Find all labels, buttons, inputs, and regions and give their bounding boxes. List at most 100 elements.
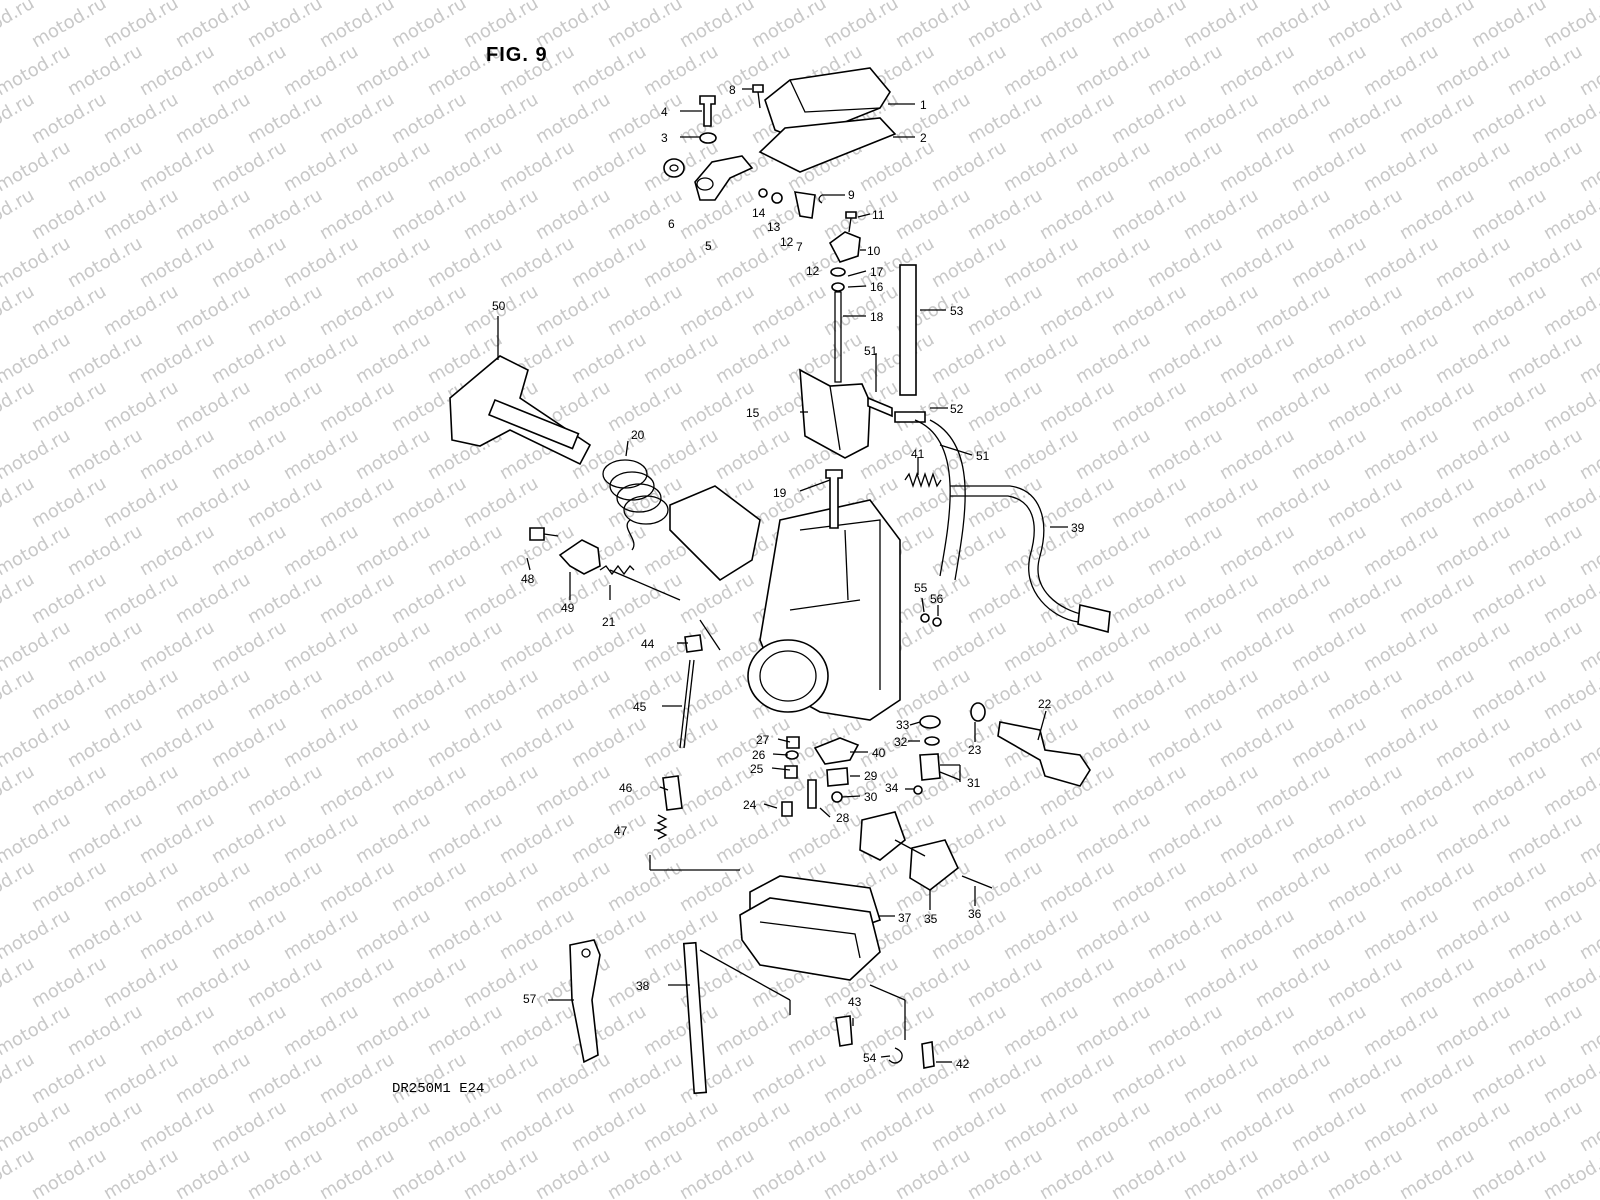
watermark-text: motod.ru — [388, 761, 470, 820]
watermark-text: motod.ru — [1144, 329, 1226, 388]
callout-31: 31 — [967, 776, 981, 790]
watermark-text: motod.ru — [100, 377, 182, 436]
watermark-text: motod.ru — [1432, 905, 1514, 964]
watermark-text: motod.ru — [424, 233, 506, 292]
watermark-text: motod.ru — [136, 617, 218, 676]
part-return-spring — [602, 459, 669, 551]
part-rod-45 — [679, 659, 691, 749]
part-cap-33 — [919, 715, 941, 729]
watermark-text: motod.ru — [640, 809, 722, 868]
watermark-text: motod.ru — [1432, 41, 1514, 100]
watermark-text: motod.ru — [136, 329, 218, 388]
part-float-35 — [859, 811, 906, 861]
callout-36: 36 — [968, 907, 982, 921]
watermark-text: motod.ru — [136, 425, 218, 484]
callout-24: 24 — [743, 798, 757, 812]
watermark-text: motod.ru — [1144, 809, 1226, 868]
watermark-text: motod.ru — [1432, 1097, 1514, 1156]
part-vent-hose-51 — [914, 419, 951, 577]
watermark-text: motod.ru — [1432, 233, 1514, 292]
leader-line — [819, 807, 831, 818]
watermark-text: motod.ru — [820, 1049, 902, 1108]
watermark-text: motod.ru — [136, 809, 218, 868]
watermark-text: motod.ru — [532, 1049, 614, 1108]
watermark-text: motod.ru — [1180, 281, 1262, 340]
part-link-7 — [793, 191, 816, 219]
watermark-text: motod.ru — [1468, 1145, 1550, 1200]
watermark-text: motod.ru — [964, 377, 1046, 436]
watermark-text: motod.ru — [172, 569, 254, 628]
watermark-text: motod.ru — [1360, 905, 1442, 964]
watermark-text: motod.ru — [1000, 41, 1082, 100]
watermark-text: motod.ru — [1216, 809, 1298, 868]
watermark-text: motod.ru — [1432, 521, 1514, 580]
watermark-text: motod.ru — [1036, 281, 1118, 340]
watermark-text: motod.ru — [136, 521, 218, 580]
watermark-text: motod.ru — [712, 1001, 794, 1060]
callout-37: 37 — [898, 911, 912, 925]
watermark-text: motod.ru — [1180, 761, 1262, 820]
watermark-text: motod.ru — [1108, 953, 1190, 1012]
watermark-text: motod.ru — [1396, 953, 1478, 1012]
part-screw-4 — [699, 95, 716, 127]
watermark-text: motod.ru — [244, 89, 326, 148]
part-spring-21 — [599, 564, 635, 576]
watermark-text: motod.ru — [1288, 617, 1370, 676]
watermark-text: motod.ru — [712, 425, 794, 484]
watermark-text: motod.ru — [1324, 569, 1406, 628]
watermark-text: motod.ru — [640, 41, 722, 100]
watermark-text: motod.ru — [1504, 233, 1586, 292]
watermark-text: motod.ru — [1144, 425, 1226, 484]
watermark-text: motod.ru — [28, 665, 110, 724]
leader-line — [857, 213, 871, 218]
watermark-text: motod.ru — [64, 137, 146, 196]
watermark-text: motod.ru — [964, 569, 1046, 628]
watermark-text: motod.ru — [280, 713, 362, 772]
watermark-text: motod.ru — [64, 809, 146, 868]
part-valve-31 — [919, 753, 941, 781]
callout-1: 1 — [920, 98, 927, 112]
watermark-text: motod.ru — [1000, 1097, 1082, 1156]
watermark-text: motod.ru — [316, 761, 398, 820]
part-tube-28 — [807, 779, 817, 809]
watermark-text: motod.ru — [316, 281, 398, 340]
leader-line — [771, 767, 791, 771]
watermark-text: motod.ru — [280, 521, 362, 580]
assembly-line — [699, 619, 721, 651]
watermark-text: motod.ru — [1072, 137, 1154, 196]
watermark-text: motod.ru — [100, 761, 182, 820]
watermark-text: motod.ru — [1360, 41, 1442, 100]
part-vent-tube-51 — [867, 396, 893, 418]
watermark-text: motod.ru — [1108, 185, 1190, 244]
part-choke-plunger — [997, 721, 1091, 787]
watermark-text: motod.ru — [1216, 905, 1298, 964]
watermark-text: motod.ru — [604, 569, 686, 628]
part-spring-47 — [656, 814, 668, 840]
part-ring-17 — [830, 267, 846, 277]
callout-33: 33 — [896, 718, 910, 732]
watermark-text: motod.ru — [460, 185, 542, 244]
callout-20: 20 — [631, 428, 645, 442]
watermark-text: motod.ru — [244, 185, 326, 244]
watermark-text: motod.ru — [1072, 233, 1154, 292]
watermark-text: motod.ru — [1504, 1097, 1586, 1156]
assembly-line — [869, 984, 906, 1001]
watermark-text: motod.ru — [208, 137, 290, 196]
watermark-text: motod.ru — [1360, 425, 1442, 484]
watermark-text: motod.ru — [1324, 857, 1406, 916]
watermark-text: motod.ru — [496, 137, 578, 196]
watermark-text: motod.ru — [424, 617, 506, 676]
watermark-text: motod.ru — [1144, 521, 1226, 580]
watermark-text: motod.ru — [1360, 233, 1442, 292]
callout-13: 13 — [767, 220, 781, 234]
watermark-text: motod.ru — [604, 185, 686, 244]
watermark-text: motod.ru — [496, 1001, 578, 1060]
watermark-text: motod.ru — [64, 713, 146, 772]
watermark-text: motod.ru — [1468, 1049, 1550, 1108]
watermark-text: motod.ru — [1504, 521, 1586, 580]
callout-21: 21 — [602, 615, 616, 629]
callout-14: 14 — [752, 206, 766, 220]
watermark-text: motod.ru — [892, 473, 974, 532]
callout-49: 49 — [561, 601, 575, 615]
